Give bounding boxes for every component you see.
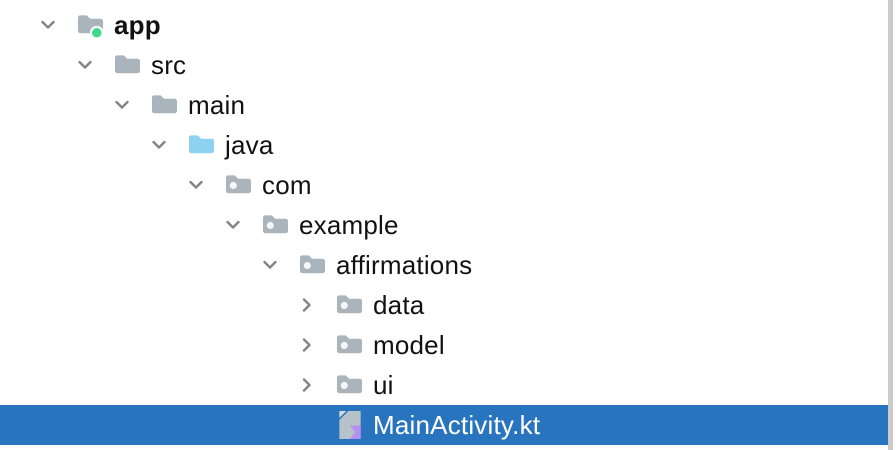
- item-label: model: [373, 329, 445, 360]
- folder-icon: [151, 92, 178, 119]
- source-folder-icon: [188, 132, 215, 159]
- chevron-spacer: [297, 415, 317, 435]
- package-icon: [225, 172, 252, 199]
- kotlin-file-icon: [336, 410, 363, 440]
- item-label: src: [151, 49, 187, 80]
- tree-item-affirmations[interactable]: affirmations: [0, 245, 889, 285]
- item-label: example: [299, 209, 399, 240]
- item-label: main: [188, 89, 246, 120]
- item-label: data: [373, 289, 425, 320]
- chevron-down-icon[interactable]: [149, 135, 169, 155]
- chevron-down-icon[interactable]: [75, 55, 95, 75]
- tree-item-data[interactable]: data: [0, 285, 889, 325]
- tree-item-src[interactable]: src: [0, 45, 889, 85]
- package-icon: [262, 212, 289, 239]
- folder-icon: [114, 52, 141, 79]
- tree-item-example[interactable]: example: [0, 205, 889, 245]
- tree-item-main[interactable]: main: [0, 85, 889, 125]
- package-icon: [336, 372, 363, 399]
- project-tree: app src main java com example affirmatio…: [0, 5, 889, 445]
- tree-item-java[interactable]: java: [0, 125, 889, 165]
- chevron-down-icon[interactable]: [223, 215, 243, 235]
- chevron-down-icon[interactable]: [112, 95, 132, 115]
- chevron-right-icon[interactable]: [297, 375, 317, 395]
- tree-item-mainactivity-kt[interactable]: MainActivity.kt: [0, 405, 889, 445]
- chevron-right-icon[interactable]: [297, 335, 317, 355]
- chevron-down-icon[interactable]: [38, 15, 58, 35]
- chevron-down-icon[interactable]: [186, 175, 206, 195]
- panel-right-border: [888, 0, 893, 450]
- item-label: java: [225, 129, 274, 160]
- item-label: app: [114, 9, 161, 40]
- item-label: ui: [373, 369, 394, 400]
- tree-item-model[interactable]: model: [0, 325, 889, 365]
- item-label: com: [262, 169, 312, 200]
- android-folder-icon: [77, 12, 104, 39]
- tree-item-app[interactable]: app: [0, 5, 889, 45]
- chevron-down-icon[interactable]: [260, 255, 280, 275]
- chevron-right-icon[interactable]: [297, 295, 317, 315]
- item-label: affirmations: [336, 249, 473, 280]
- item-label: MainActivity.kt: [373, 409, 541, 440]
- package-icon: [299, 252, 326, 279]
- tree-item-ui[interactable]: ui: [0, 365, 889, 405]
- tree-item-com[interactable]: com: [0, 165, 889, 205]
- package-icon: [336, 292, 363, 319]
- package-icon: [336, 332, 363, 359]
